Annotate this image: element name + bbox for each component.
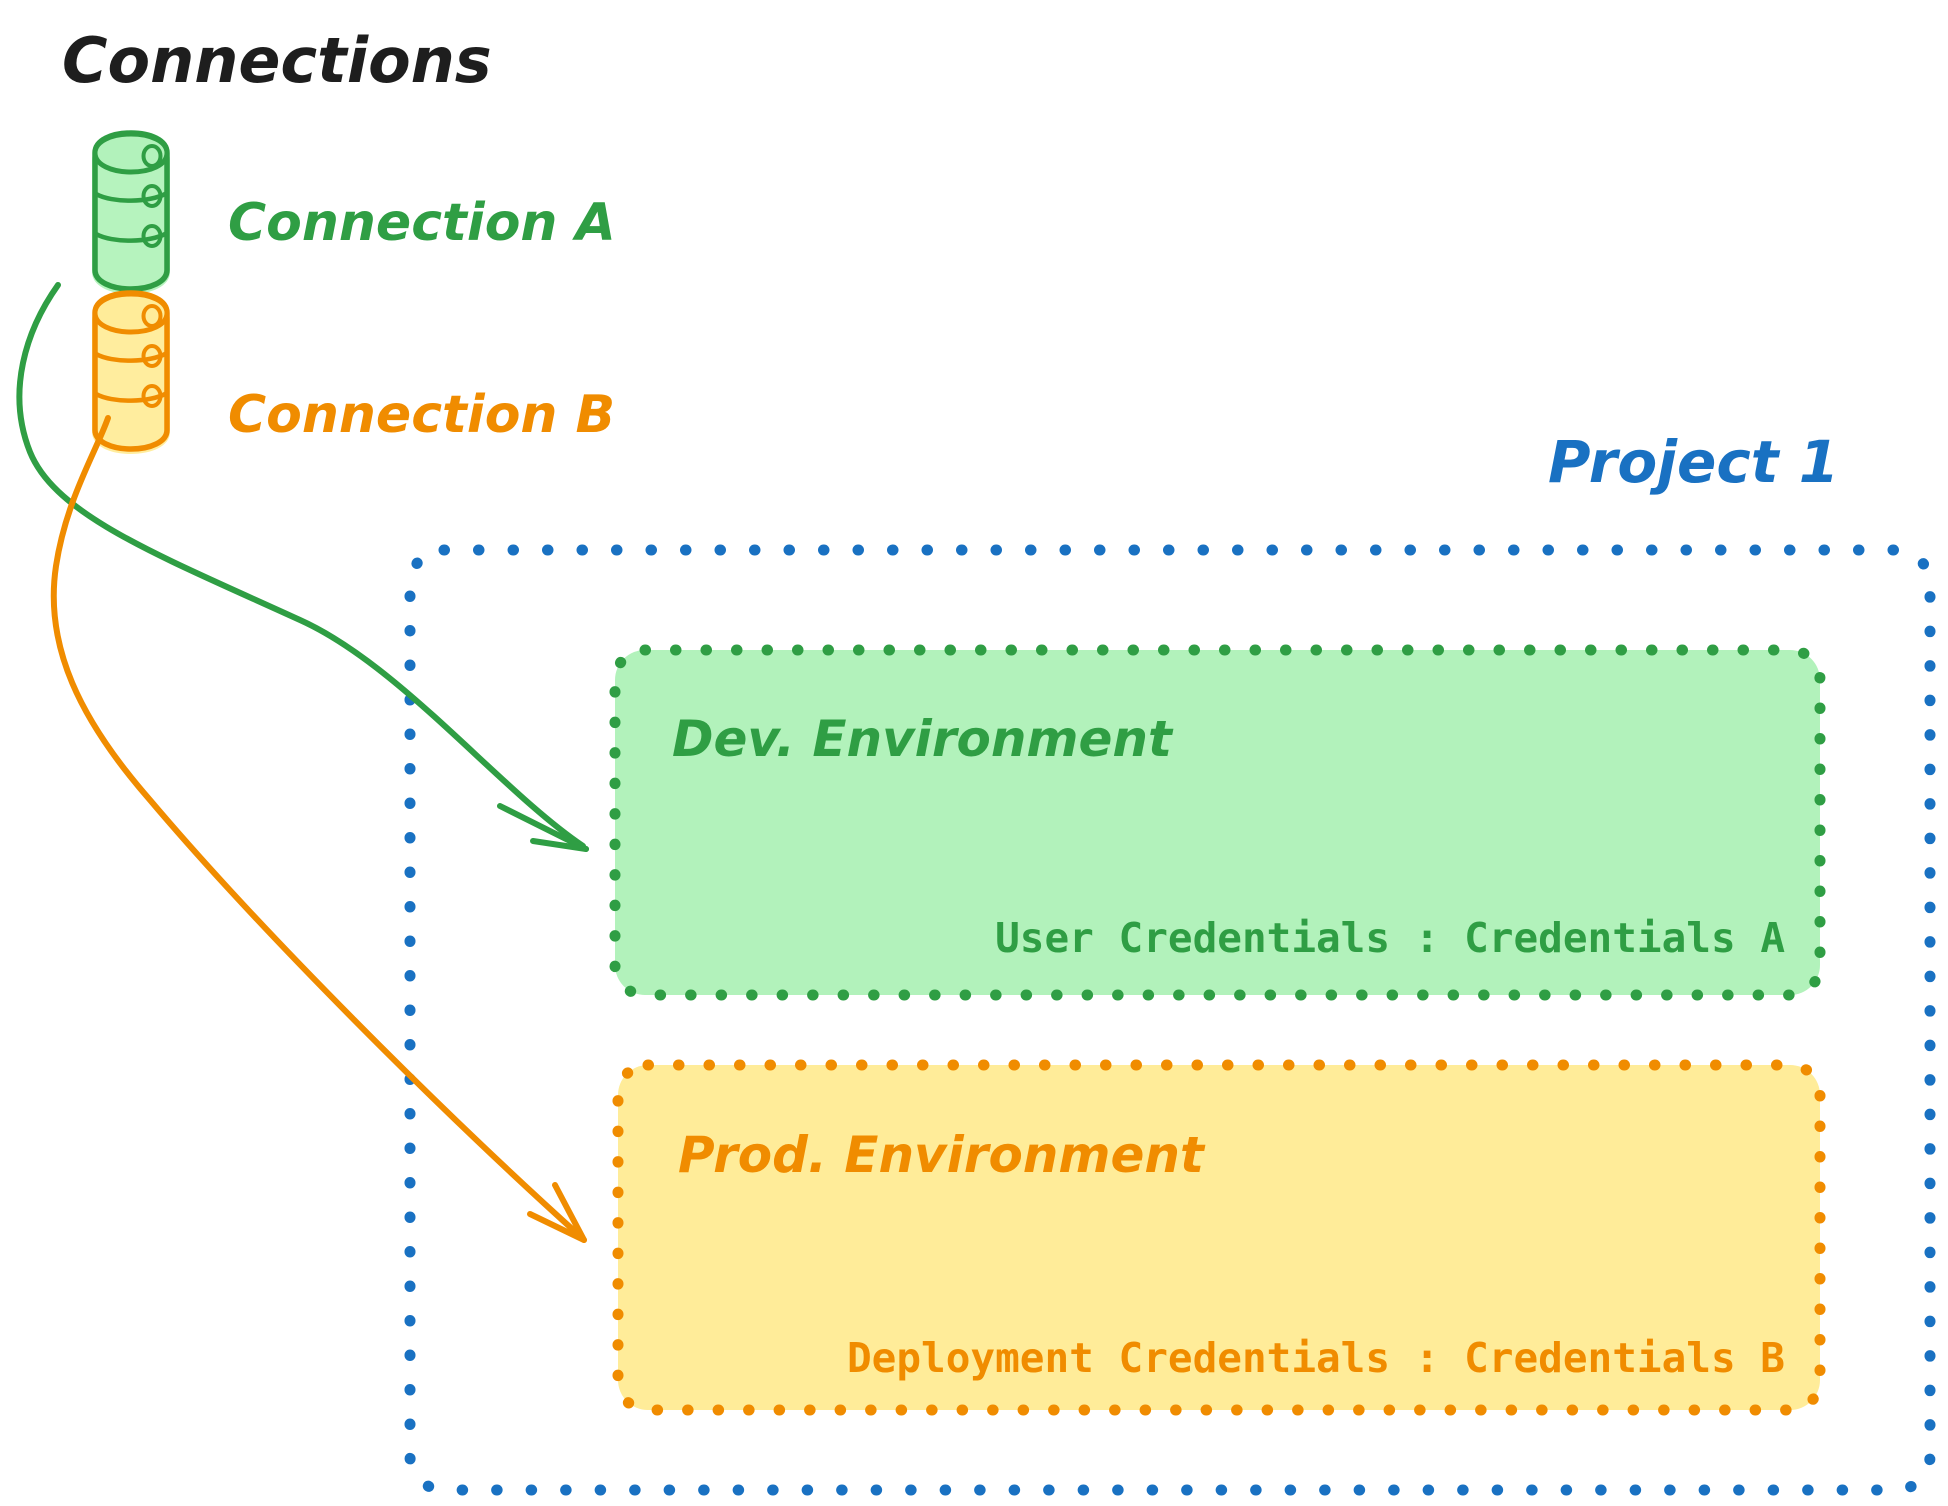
connection-a-label: Connection A <box>228 193 616 253</box>
dev-environment-credentials: User Credentials : Credentials A <box>995 914 1785 962</box>
project-container-border <box>404 544 1936 1496</box>
database-led-1 <box>141 144 163 168</box>
project-label: Project 1 <box>1548 428 1839 496</box>
database-led-3 <box>141 224 163 248</box>
database-led-2 <box>141 344 163 368</box>
connection-b-label: Connection B <box>228 385 615 445</box>
database-led-2 <box>141 184 163 208</box>
page-title: Connections <box>62 24 492 97</box>
database-body-fill <box>92 298 170 454</box>
prod-environment-box[interactable] <box>612 1059 1826 1416</box>
arrow-head-lower <box>530 838 589 852</box>
prod-environment-fill <box>618 1065 1820 1410</box>
arrow-connection-b-to-prod <box>50 415 587 1243</box>
dev-environment-title: Dev. Environment <box>672 710 1174 768</box>
dev-environment-box[interactable] <box>609 644 1826 1001</box>
arrow-connection-a-to-dev <box>16 282 589 852</box>
arrow-head-lower <box>527 1211 587 1243</box>
arrow-path <box>16 282 586 849</box>
database-top-disc <box>92 131 170 175</box>
project-container[interactable] <box>404 544 1936 1496</box>
arrow-head-upper <box>552 1182 587 1243</box>
prod-environment-credentials: Deployment Credentials : Credentials B <box>847 1334 1785 1382</box>
database-top-disc <box>92 291 170 335</box>
arrow-path <box>50 415 583 1239</box>
database-icon[interactable] <box>92 130 170 294</box>
database-led-1 <box>141 304 163 328</box>
prod-environment-title: Prod. Environment <box>678 1126 1206 1184</box>
dev-environment-fill <box>615 650 1820 995</box>
database-led-3 <box>141 384 163 408</box>
arrow-head-upper <box>497 803 589 852</box>
database-body-fill <box>92 138 170 294</box>
database-icon[interactable] <box>92 290 170 454</box>
